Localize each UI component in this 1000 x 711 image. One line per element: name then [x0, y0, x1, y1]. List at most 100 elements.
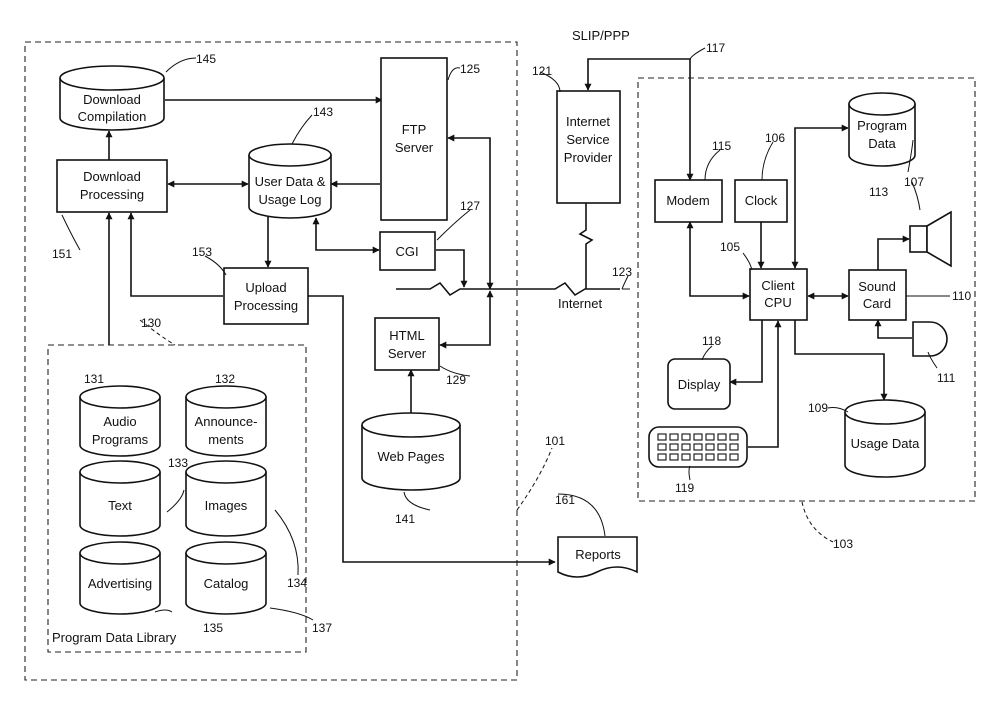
ref-110: 110 — [952, 289, 971, 303]
text-db: Text — [79, 460, 161, 537]
ref-107: 107 — [904, 175, 924, 189]
download-processing-box: Download Processing — [56, 159, 168, 213]
modem-box: Modem — [654, 179, 723, 223]
leader-lines — [61, 47, 950, 621]
ref-145: 145 — [196, 52, 216, 66]
reports-label: Reports — [575, 547, 621, 562]
display-box: Display — [667, 358, 731, 410]
ref-143: 143 — [313, 105, 333, 119]
audio-programs-label-2: Programs — [92, 432, 149, 447]
images-db: Images — [185, 460, 267, 537]
ref-141: 141 — [395, 512, 415, 526]
cgi-label: CGI — [395, 244, 418, 259]
client-cpu-label-1: Client — [761, 278, 795, 293]
ref-101: 101 — [545, 434, 565, 448]
clock-box: Clock — [734, 179, 788, 223]
html-server-label-1: HTML — [389, 328, 424, 343]
ref-135: 135 — [203, 621, 223, 635]
keyboard-icon — [648, 426, 748, 468]
ref-103: 103 — [833, 537, 853, 551]
slip-ppp-label: SLIP/PPP — [572, 28, 630, 43]
download-processing-label-2: Processing — [80, 187, 144, 202]
server-system-boundary — [24, 41, 518, 681]
ref-109: 109 — [808, 401, 828, 415]
ref-121: 121 — [532, 64, 552, 78]
ref-117: 117 — [706, 41, 725, 55]
audio-programs-db: Audio Programs — [79, 385, 161, 457]
ref-137: 137 — [312, 621, 332, 635]
upload-processing-label-1: Upload — [245, 280, 286, 295]
user-data-label-2: Usage Log — [259, 192, 322, 207]
display-label: Display — [678, 377, 721, 392]
ref-106: 106 — [765, 131, 785, 145]
microphone-icon — [912, 321, 948, 357]
client-cpu-label-2: CPU — [764, 295, 791, 310]
upload-processing-box: Upload Processing — [223, 267, 309, 325]
ref-129: 129 — [446, 373, 466, 387]
advertising-db: Advertising — [79, 541, 161, 615]
ref-133: 133 — [168, 456, 188, 470]
announcements-label-1: Announce- — [195, 414, 258, 429]
connections — [105, 58, 912, 566]
upload-processing-label-2: Processing — [234, 298, 298, 313]
modem-label: Modem — [666, 193, 709, 208]
program-data-label-1: Program — [857, 118, 907, 133]
user-data-label-1: User Data & — [255, 174, 326, 189]
html-server-label-2: Server — [388, 346, 427, 361]
usage-data-label: Usage Data — [851, 436, 920, 451]
ref-131: 131 — [84, 372, 104, 386]
ref-132: 132 — [215, 372, 235, 386]
ftp-server-label-1: FTP — [402, 122, 427, 137]
sound-card-label-1: Sound — [858, 279, 896, 294]
ref-105: 105 — [720, 240, 740, 254]
advertising-label: Advertising — [88, 576, 152, 591]
ref-134: 134 — [287, 576, 307, 590]
user-data-usage-log-db: User Data & Usage Log — [248, 143, 332, 219]
download-processing-label-1: Download — [83, 169, 141, 184]
ref-111: 111 — [937, 371, 956, 385]
web-pages-label: Web Pages — [378, 449, 445, 464]
ref-153: 153 — [192, 245, 212, 259]
reports-document: Reports — [557, 536, 638, 578]
images-label: Images — [205, 498, 248, 513]
clock-label: Clock — [745, 193, 778, 208]
sound-card-label-2: Card — [863, 296, 891, 311]
catalog-db: Catalog — [185, 541, 267, 615]
isp-label-1: Internet — [566, 114, 610, 129]
ref-161: 161 — [555, 493, 575, 507]
ref-125: 125 — [460, 62, 480, 76]
program-data-db: Program Data — [848, 92, 916, 167]
reference-numerals: 145 143 125 127 129 151 153 130 131 132 … — [52, 41, 971, 635]
ref-115: 115 — [712, 139, 731, 153]
download-compilation-label-2: Compilation — [78, 109, 147, 124]
program-data-label-2: Data — [868, 136, 896, 151]
text-label: Text — [108, 498, 132, 513]
ref-113: 113 — [869, 185, 888, 199]
web-pages-db: Web Pages — [361, 412, 461, 491]
catalog-label: Catalog — [204, 576, 249, 591]
ftp-server-box: FTP Server — [380, 57, 448, 221]
ref-119: 119 — [675, 481, 694, 495]
html-server-box: HTML Server — [374, 317, 440, 371]
audio-programs-label-1: Audio — [103, 414, 136, 429]
announcements-db: Announce- ments — [185, 385, 267, 457]
speaker-icon — [909, 210, 952, 268]
announcements-label-2: ments — [208, 432, 244, 447]
internet-service-provider-box: Internet Service Provider — [556, 90, 621, 204]
download-compilation-label-1: Download — [83, 92, 141, 107]
ref-151: 151 — [52, 247, 72, 261]
ref-118: 118 — [702, 334, 721, 348]
program-data-library-label: Program Data Library — [52, 630, 177, 645]
program-data-library-boundary — [47, 344, 307, 653]
client-cpu-box: Client CPU — [749, 268, 808, 321]
ref-127: 127 — [460, 199, 480, 213]
isp-label-2: Service — [566, 132, 609, 147]
sound-card-box: Sound Card — [848, 269, 907, 321]
ftp-server-label-2: Server — [395, 140, 434, 155]
ref-130: 130 — [141, 316, 161, 330]
download-compilation-db: Download Compilation — [59, 65, 165, 131]
isp-label-3: Provider — [564, 150, 613, 165]
usage-data-db: Usage Data — [844, 399, 926, 478]
cgi-box: CGI — [379, 231, 436, 271]
